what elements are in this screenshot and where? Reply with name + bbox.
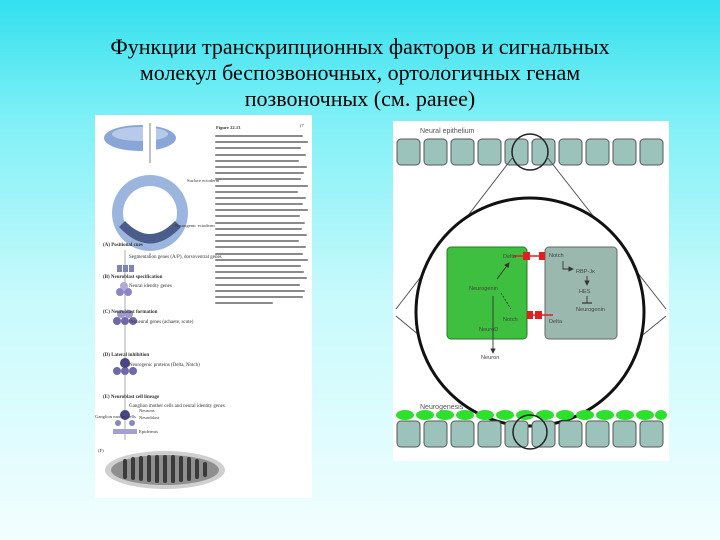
label-right-neurogenin: Neurogenin (576, 307, 605, 313)
label-neuron: Neuron (481, 355, 499, 361)
label-neurogenic-ectoderm: Neurogenic ectoderm (175, 223, 215, 228)
zoom-circle-bottom (512, 414, 548, 450)
label-epidermis: Epidermis (139, 429, 158, 434)
label-left-neurod: NeuroD (479, 327, 498, 333)
label-left-notch: Notch (503, 317, 518, 323)
page-number: (7 (300, 123, 305, 128)
scanned-figure-page: Surface ectoderm Neurogenic ectoderm (95, 115, 312, 498)
label-neurons: Neurons (139, 408, 155, 413)
title-line-1: Функции транскрипционных факторов и сигн… (110, 34, 610, 59)
signal-delta-notch-bottom (527, 311, 553, 319)
label-neurogenesis: Neurogenesis (420, 404, 464, 411)
step-a-text: Segmentation genes (A/P), dorsoventral g… (129, 255, 222, 260)
diagram-svg: Neural epithelium (395, 128, 667, 450)
label-left-neurogenin: Neurogenin (469, 286, 498, 292)
caption-text-block (215, 135, 311, 308)
lateral-inhibition-diagram: Neural epithelium (393, 121, 669, 461)
label-left-delta: Delta (503, 254, 517, 260)
label-right-notch: Notch (549, 253, 564, 259)
cells-formation (113, 310, 137, 325)
step-d-text: Neurogenic proteins (Delta, Notch) (129, 363, 200, 368)
cell-notch-active (544, 246, 618, 340)
label-neural-epithelium: Neural epithelium (420, 128, 475, 135)
step-b-title: (B) Neuroblast specification (103, 275, 163, 280)
signal-delta-notch-top (513, 252, 545, 260)
step-c-text: Proneural genes (achaete, scute) (129, 320, 194, 325)
zoom-circle-top (511, 133, 549, 171)
embryo-photo (105, 451, 225, 489)
arrow-notch-rbpj (562, 261, 574, 272)
marker-f: (F) (98, 448, 104, 453)
label-neuroblast: Neuroblast (139, 415, 160, 420)
title-line-3: позвоночных (см. ранее) (244, 86, 476, 111)
cells-lineage (113, 410, 137, 434)
neurogenesis-green-row (396, 410, 667, 420)
embryo-cut (143, 125, 156, 159)
step-b-text: Neural identity genes (129, 284, 172, 289)
embryo-highlight (112, 127, 168, 141)
arrow-to-delta (496, 262, 510, 280)
arrow-inhibited (500, 292, 512, 310)
cell-neurogenin-high (446, 246, 528, 340)
step-e-text: Ganglion mother cells and neural identit… (129, 404, 225, 409)
epithelium-row-top (396, 138, 664, 166)
slide-title: Функции транскрипционных факторов и сигн… (40, 34, 680, 112)
cells-positional (117, 265, 134, 272)
step-e-title: (E) Neuroblast cell lineage (103, 395, 160, 400)
label-right-delta: Delta (549, 319, 563, 325)
label-ganglion-mother-cells: Ganglion mother cells (95, 414, 136, 419)
title-line-2: молекул беспозвоночных, ортологичных ген… (139, 60, 581, 85)
step-a-title: (A) Positional cues (103, 243, 143, 248)
figure-caption-title: Figure 22.13 (216, 125, 241, 130)
cells-specification (116, 282, 132, 296)
label-right-rbpj: RBP-Jκ (576, 269, 595, 275)
label-surface-ectoderm: Surface ectoderm (187, 178, 220, 183)
step-d-title: (D) Lateral inhibition (103, 353, 150, 358)
label-right-hes: HES (579, 289, 591, 295)
step-c-title: (C) Neuroblast formation (103, 310, 158, 315)
neurogenic-region (119, 221, 181, 244)
epithelium-row-bottom (396, 420, 664, 448)
cells-inhibition (113, 358, 137, 375)
scan-illustration: Surface ectoderm Neurogenic ectoderm (95, 123, 305, 489)
